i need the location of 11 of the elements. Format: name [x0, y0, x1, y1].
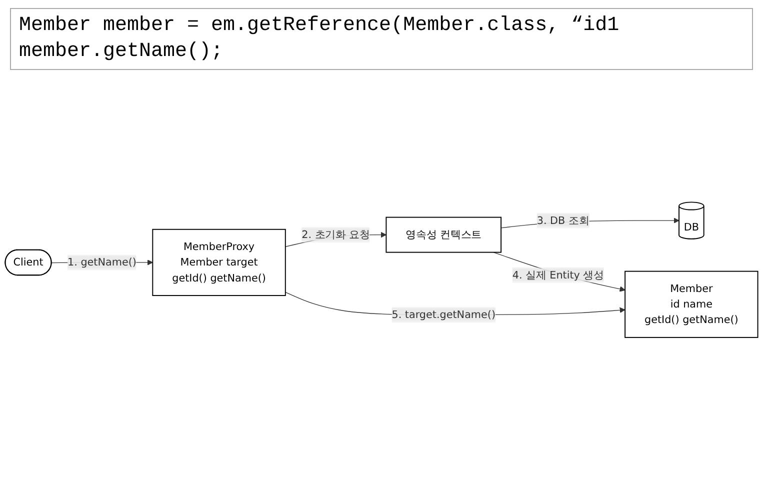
edge-label: 5. target.getName()	[392, 308, 496, 321]
node-box: MemberProxy Member target getId() getName()	[152, 229, 286, 296]
edge-label: 4. 실제 Entity 생성	[512, 268, 604, 282]
code-line: Member member = em.getReference(Member.class, “id1	[19, 13, 620, 39]
node-box: 영속성 컨텍스트	[386, 216, 502, 253]
edge-label: 1. getName()	[68, 256, 136, 268]
node-box: Member id name getId() getName()	[624, 271, 758, 338]
edge-label: 2. 초기화 요청	[302, 228, 370, 241]
code-line: member.getName();	[19, 39, 224, 65]
edge-label: 3. DB 조회	[536, 214, 590, 227]
arrow	[493, 252, 626, 292]
